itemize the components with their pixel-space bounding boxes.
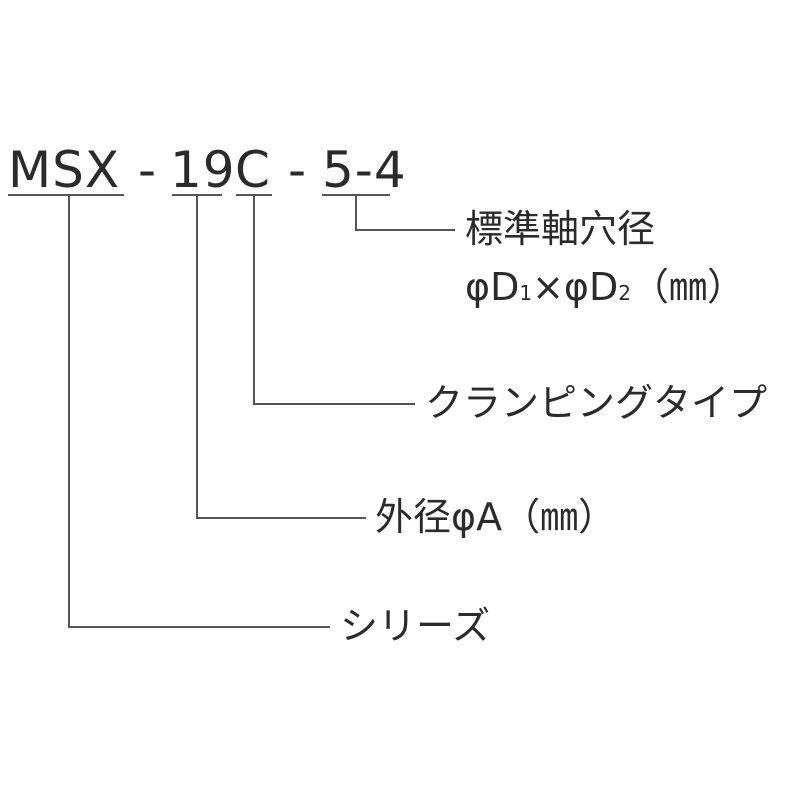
label-series: シリーズ xyxy=(340,604,491,648)
code-dash-1: - xyxy=(138,141,158,199)
code-clamping: C xyxy=(235,141,271,199)
label-bore-phi2: φD xyxy=(563,265,619,309)
label-bore-unit: （㎜） xyxy=(630,265,745,309)
leader-clamping-horizontal xyxy=(253,403,415,405)
label-bore-sub2: 2 xyxy=(618,281,631,305)
leader-outer-diameter-horizontal xyxy=(196,517,366,519)
leader-series-vertical xyxy=(68,195,70,628)
label-bore-phi1: φD xyxy=(465,265,520,309)
label-clamping-type: クランピングタイプ xyxy=(425,381,768,425)
code-series: MSX xyxy=(8,141,121,199)
leader-outer-diameter-vertical xyxy=(196,195,198,519)
code-bore: 5-4 xyxy=(322,141,407,199)
leader-bore-horizontal xyxy=(355,229,455,231)
label-bore-dimensions: φD1×φD2（㎜） xyxy=(465,265,745,315)
code-outer-diameter: 19 xyxy=(170,141,236,199)
leader-series-horizontal xyxy=(68,626,330,628)
label-bore-times: × xyxy=(532,265,564,309)
code-dash-2: - xyxy=(288,141,308,199)
leader-clamping-vertical xyxy=(253,195,255,405)
label-outer-diameter: 外径φA（㎜） xyxy=(375,495,617,539)
label-bore-title: 標準軸穴径 xyxy=(465,207,656,251)
leader-bore-vertical xyxy=(355,195,357,231)
underline-series xyxy=(8,194,124,196)
label-bore-sub1: 1 xyxy=(519,281,533,305)
